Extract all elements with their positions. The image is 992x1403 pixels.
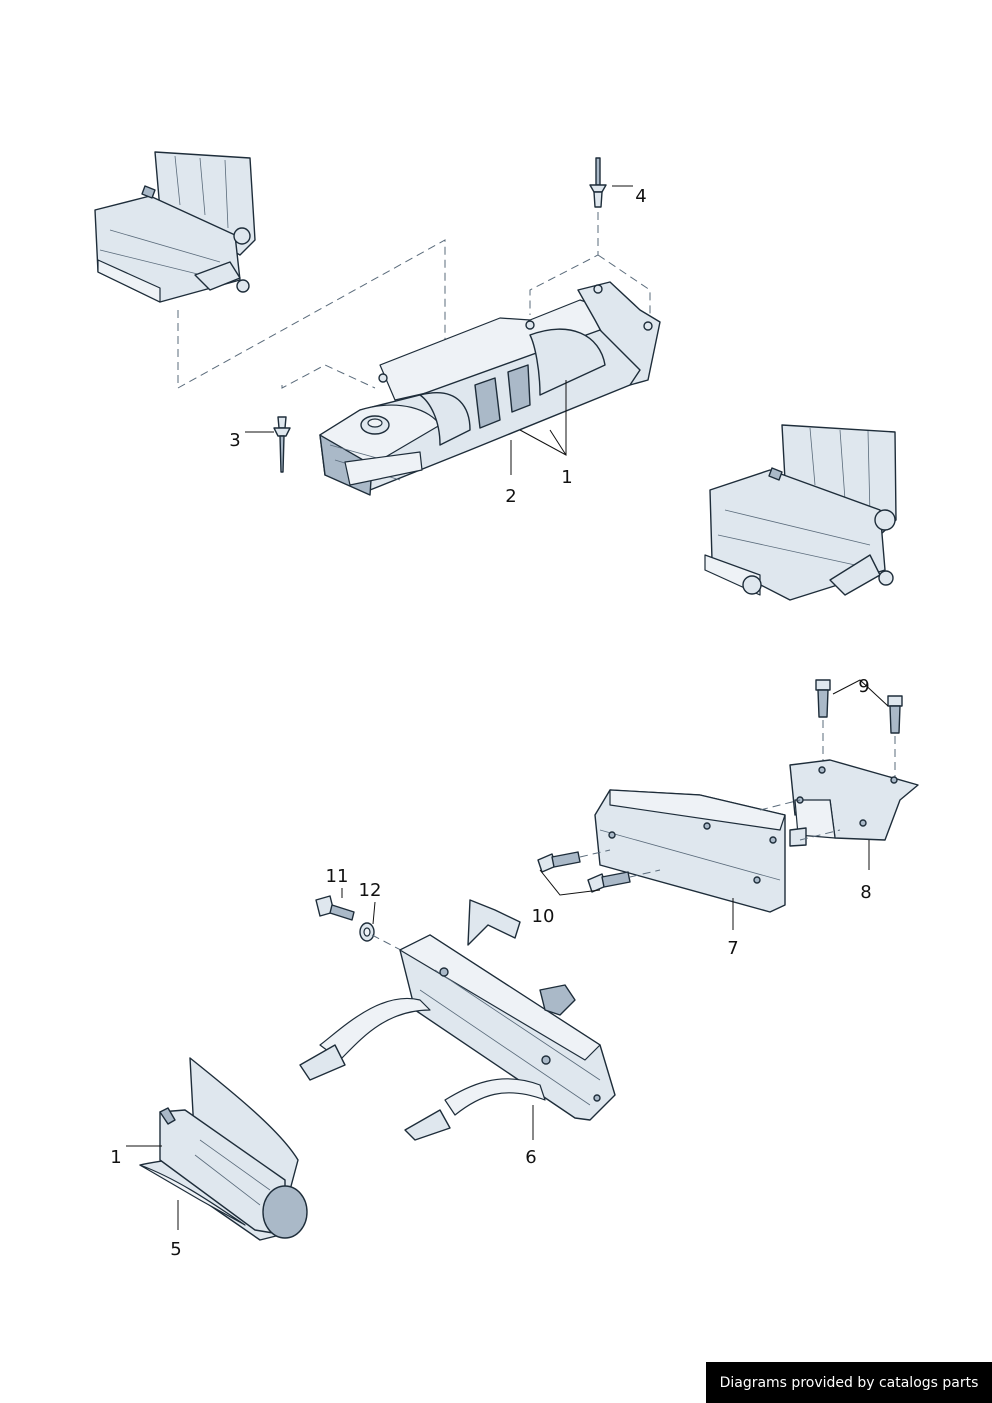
leader-lines xyxy=(126,185,889,1230)
callout-9: 9 xyxy=(858,676,870,697)
callout-3: 3 xyxy=(229,430,241,451)
credit-banner: Diagrams provided by catalogs parts xyxy=(706,1362,992,1403)
rivet-part-3 xyxy=(273,416,291,473)
callout-8: 8 xyxy=(860,882,872,903)
housing-part-6 xyxy=(299,899,616,1141)
bolt-part-11 xyxy=(315,895,355,921)
inflator-part-1-lower xyxy=(159,1107,308,1239)
bolts-part-10 xyxy=(537,849,661,893)
callout-7: 7 xyxy=(727,938,739,959)
callout-2: 2 xyxy=(505,486,517,507)
callout-5: 5 xyxy=(170,1239,182,1260)
callout-11: 11 xyxy=(325,866,349,887)
callout-1-lower: 1 xyxy=(110,1147,122,1168)
rivet-part-4 xyxy=(589,157,607,208)
callout-6: 6 xyxy=(525,1147,537,1168)
seat-illustration-right xyxy=(704,424,897,601)
rail-part-7 xyxy=(594,789,841,913)
airbag-module-assembly xyxy=(177,212,661,496)
seat-illustration-top-left xyxy=(94,151,256,303)
callout-4: 4 xyxy=(635,186,647,207)
callout-10: 10 xyxy=(531,906,555,927)
bracket-part-8 xyxy=(789,759,919,841)
callout-1-upper: 1 xyxy=(561,467,573,488)
callout-12: 12 xyxy=(358,880,382,901)
